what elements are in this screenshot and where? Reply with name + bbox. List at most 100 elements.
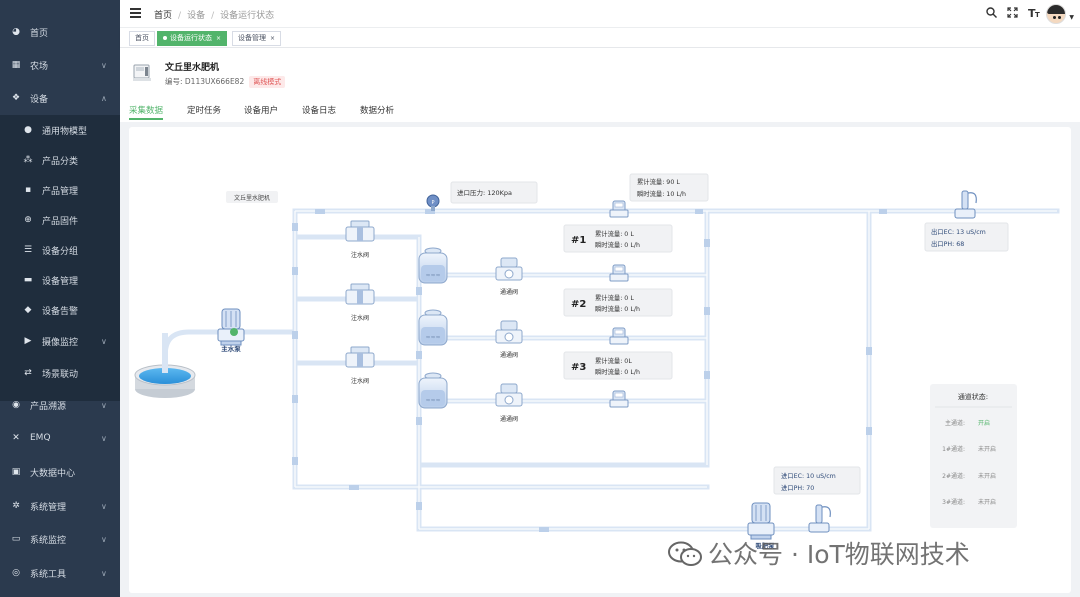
sidebar-item-label: 通用物模型 xyxy=(42,126,88,137)
tag-device-manage[interactable]: 设备管理× xyxy=(232,31,282,46)
machine-label: 文丘里水肥机 xyxy=(234,194,270,202)
sidebar-item-3[interactable]: ● 通用物模型 xyxy=(0,115,120,145)
sidebar-item-label: 设备告警 xyxy=(42,306,79,317)
inlet-pressure-text: 进口压力: 120Kpa xyxy=(457,188,512,197)
tab-device-users[interactable]: 设备用户 xyxy=(244,106,279,116)
close-icon[interactable]: × xyxy=(216,35,222,42)
group-icon: ☰ xyxy=(23,245,33,255)
channel-2-instant: 瞬时流量: 0 L/h xyxy=(595,304,640,313)
menu-toggle-icon[interactable] xyxy=(130,8,141,18)
sidebar-item-16[interactable]: ▭系统监控∨ xyxy=(0,524,120,554)
alarm-icon: ◆ xyxy=(24,305,32,315)
main-pump-label: 主水泵 xyxy=(221,344,241,353)
channel-status-title: 通道状态: xyxy=(958,392,988,401)
sidebar-item-14[interactable]: ▣大数据中心 xyxy=(0,457,120,487)
breadcrumb: 首页/设备/设备运行状态 xyxy=(154,11,275,21)
inlet-sensor-box xyxy=(773,466,861,495)
chevron-icon: ∨ xyxy=(101,336,107,346)
pass-valve-2[interactable] xyxy=(495,320,523,344)
svg-text:1#通道:: 1#通道: xyxy=(942,445,965,453)
pressure-gauge-icon xyxy=(426,194,440,211)
sidebar-item-17[interactable]: ◎系统工具∨ xyxy=(0,558,120,588)
bigdata-icon: ▣ xyxy=(11,467,21,477)
main-flow-meter xyxy=(609,200,629,218)
outlet-ph: 出口PH: 68 xyxy=(931,239,964,248)
dashboard-icon: ◕ xyxy=(12,27,20,37)
channel-3-id: #3 xyxy=(571,362,586,373)
channel-3-status: 未开启 xyxy=(978,498,996,506)
chevron-icon: ∨ xyxy=(101,433,107,443)
close-icon[interactable]: × xyxy=(270,35,276,42)
chevron-icon: ∨ xyxy=(101,501,107,511)
sidebar-item-label: 设备分组 xyxy=(42,246,79,257)
svg-text:T: T xyxy=(1028,7,1036,18)
breadcrumb-home[interactable]: 首页 xyxy=(154,11,173,21)
sidebar-item-label: 场景联动 xyxy=(42,369,79,380)
fill-valve-3[interactable] xyxy=(345,346,375,368)
channel-status-card xyxy=(930,384,1017,528)
caret-down-icon[interactable]: ▼ xyxy=(1069,14,1074,21)
sidebar-item-label: 摄像监控 xyxy=(42,337,79,348)
tab-collect-data[interactable]: 采集数据 xyxy=(129,106,164,116)
sidebar-item-15[interactable]: ✲系统管理∨ xyxy=(0,491,120,521)
svg-text:通通阀: 通通阀 xyxy=(500,288,518,296)
sidebar-item-1[interactable]: ▦农场∨ xyxy=(0,50,120,80)
sidebar-item-5[interactable]: ▪产品管理 xyxy=(0,175,120,205)
sidebar-item-label: EMQ xyxy=(30,433,51,443)
sidebar-item-2[interactable]: ❖设备∧ xyxy=(0,83,120,113)
channel-2-id: #2 xyxy=(571,299,586,310)
sidebar-item-0[interactable]: ◕首页 xyxy=(0,17,120,47)
sidebar-item-12[interactable]: ◉产品溯源∨ xyxy=(0,390,120,420)
active-dot-icon xyxy=(163,36,167,40)
chevron-icon: ∨ xyxy=(101,400,107,410)
user-avatar[interactable] xyxy=(1046,4,1066,24)
pass-valve-1[interactable] xyxy=(495,257,523,281)
fertilizer-tank-3 xyxy=(418,372,448,409)
tag-device-status[interactable]: 设备运行状态× xyxy=(157,31,228,46)
firmware-icon: ⊕ xyxy=(24,215,32,225)
fullscreen-icon[interactable] xyxy=(1007,7,1018,21)
tab-data-analysis[interactable]: 数据分析 xyxy=(360,106,395,116)
sidebar-item-6[interactable]: ⊕产品固件 xyxy=(0,205,120,235)
fertilizer-tank-1 xyxy=(418,247,448,284)
breadcrumb-device[interactable]: 设备 xyxy=(187,11,206,21)
sidebar-item-9[interactable]: ◆ 设备告警 xyxy=(0,295,120,325)
chevron-icon: ∧ xyxy=(101,93,107,103)
model-icon: ● xyxy=(24,125,32,135)
svg-text:T: T xyxy=(1035,11,1040,18)
sidebar-item-13[interactable]: ✕EMQ∨ xyxy=(0,423,120,453)
device-icon: ▬ xyxy=(23,275,33,285)
pass-valve-3[interactable] xyxy=(495,383,523,407)
main-channel-status: 开启 xyxy=(978,419,990,427)
fill-valve-2[interactable] xyxy=(345,283,375,305)
svg-text:2#通道:: 2#通道: xyxy=(942,472,965,480)
tab-device-logs[interactable]: 设备日志 xyxy=(302,106,337,116)
svg-text:3#通道:: 3#通道: xyxy=(942,498,965,506)
tags-view: 首页 设备运行状态× 设备管理× xyxy=(120,28,1080,48)
main-pump[interactable] xyxy=(217,308,245,346)
sidebar-item-label: 系统工具 xyxy=(30,569,67,580)
active-tab-indicator xyxy=(129,118,163,120)
sidebar-item-10[interactable]: ▶ 摄像监控 ∨ xyxy=(0,326,120,356)
chevron-icon: ∨ xyxy=(101,534,107,544)
camera-icon: ▶ xyxy=(24,336,32,346)
tag-home[interactable]: 首页 xyxy=(129,31,155,46)
sidebar-item-11[interactable]: ⇄场景联动 xyxy=(0,358,120,388)
inlet-pressure-box xyxy=(450,181,538,204)
suction-pump[interactable] xyxy=(747,502,775,540)
fill-valve-1[interactable] xyxy=(345,220,375,242)
sidebar-item-7[interactable]: ☰ 设备分组 xyxy=(0,235,120,265)
sidebar-item-label: 产品分类 xyxy=(42,156,79,167)
breadcrumb-current: 设备运行状态 xyxy=(220,11,275,21)
search-icon[interactable] xyxy=(986,7,997,21)
sidebar-item-4[interactable]: ⁂产品分类 xyxy=(0,145,120,175)
sidebar-item-label: 设备 xyxy=(30,94,49,105)
sidebar-item-label: 系统监控 xyxy=(30,535,67,546)
sidebar-item-8[interactable]: ▬设备管理 xyxy=(0,265,120,295)
offline-badge: 离线模式 xyxy=(249,76,286,88)
tab-schedule[interactable]: 定时任务 xyxy=(187,106,222,116)
